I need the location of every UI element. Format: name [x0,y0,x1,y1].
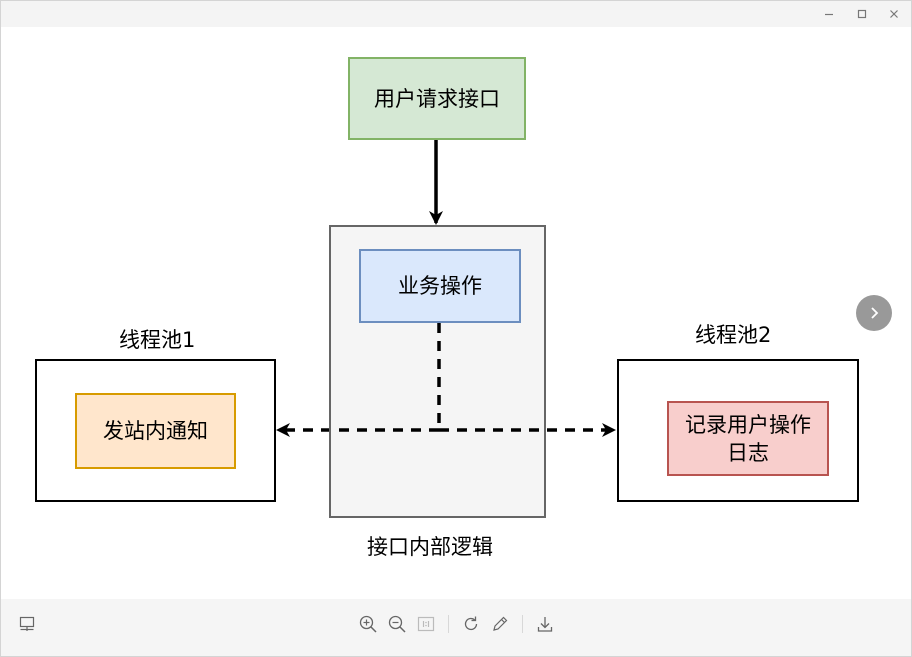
next-page-button[interactable] [856,295,892,331]
rotate-icon[interactable] [460,613,482,635]
connector-overlay [331,323,544,432]
minimize-icon[interactable] [820,5,838,23]
edit-icon[interactable] [489,613,511,635]
toolbar-divider [522,615,523,633]
download-icon[interactable] [534,613,556,635]
zoom-out-icon[interactable] [386,613,408,635]
layout-icon[interactable] [16,613,38,635]
pool2-label: 线程池2 [695,323,772,347]
zoom-in-icon[interactable] [357,613,379,635]
diagram-canvas: 用户请求接口 业务操作 接口内部逻辑 线程池1 发站内通知 线程池2 记录用户操… [1,27,911,599]
node-record-log: 记录用户操作日志 [667,401,829,476]
node-business-op: 业务操作 [359,249,521,323]
toolbar-divider [448,615,449,633]
actual-size-icon[interactable] [415,613,437,635]
node-record-log-label: 记录用户操作日志 [685,412,811,465]
bottom-toolbar [1,599,911,656]
pool1-label: 线程池1 [119,328,196,352]
close-icon[interactable] [885,5,903,23]
chevron-right-icon [871,307,879,319]
title-bar [1,1,911,27]
node-business-op-label: 业务操作 [398,274,482,298]
node-user-request-label: 用户请求接口 [374,86,500,111]
node-site-notice: 发站内通知 [75,393,236,469]
api-logic-label: 接口内部逻辑 [367,535,493,559]
node-user-request: 用户请求接口 [348,57,526,140]
node-site-notice-label: 发站内通知 [103,419,208,443]
maximize-icon[interactable] [853,5,871,23]
